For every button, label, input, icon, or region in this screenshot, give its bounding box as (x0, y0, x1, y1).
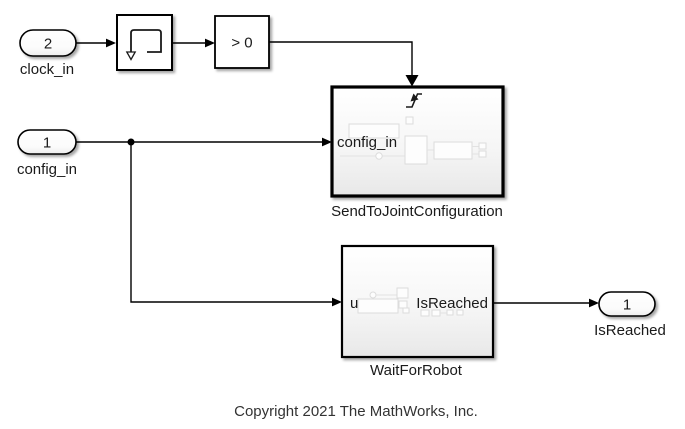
subsystem-output-port-label: IsReached (416, 295, 488, 312)
subsystem-contents-preview (340, 116, 487, 165)
wait-for-robot-block[interactable]: u IsReached (340, 244, 495, 359)
subsystem-input-port-label: config_in (337, 134, 397, 151)
signal-line-compare-to-trigger[interactable] (269, 41, 419, 87)
signal-line-config-to-subsystem[interactable] (76, 137, 332, 147)
subsystem-input-port-label: u (350, 295, 358, 312)
inport-block-clock-in[interactable]: 2 (19, 29, 77, 57)
compare-to-zero-label: > 0 (231, 35, 252, 52)
signal-line-waitforrobot-to-outport[interactable] (493, 298, 599, 308)
signal-line-config-branch-to-waitforrobot[interactable] (130, 142, 342, 307)
arrowhead (405, 75, 419, 87)
outport-number: 1 (623, 297, 631, 314)
arrowhead (589, 298, 599, 308)
inport-label-clock-in: clock_in (20, 61, 74, 78)
arrowhead (106, 38, 116, 48)
arrowhead (205, 38, 215, 48)
arrowhead (332, 297, 342, 307)
subsystem-contents-preview (357, 287, 464, 317)
copyright-annotation: Copyright 2021 The MathWorks, Inc. (234, 403, 478, 420)
edge-detect-block[interactable] (116, 14, 173, 71)
send-to-joint-configuration-name: SendToJointConfiguration (331, 203, 503, 220)
inport-label-config-in: config_in (17, 161, 77, 178)
signal-line-edge-detect-to-compare[interactable] (172, 38, 215, 48)
send-to-joint-configuration-block[interactable]: config_in (330, 85, 505, 198)
outport-block-isreached[interactable]: 1 (598, 291, 656, 317)
inport-number: 2 (44, 36, 52, 53)
pulse-loop-icon (125, 29, 162, 61)
inport-number: 1 (43, 135, 51, 152)
compare-to-zero-block[interactable]: > 0 (214, 15, 270, 69)
inport-block-config-in[interactable]: 1 (17, 129, 77, 155)
rising-edge-trigger-icon (406, 93, 422, 108)
signal-line-clock-to-edge-detect[interactable] (76, 38, 116, 48)
wait-for-robot-name: WaitForRobot (370, 362, 463, 379)
arrowhead (322, 137, 332, 147)
outport-label-isreached: IsReached (594, 322, 666, 339)
